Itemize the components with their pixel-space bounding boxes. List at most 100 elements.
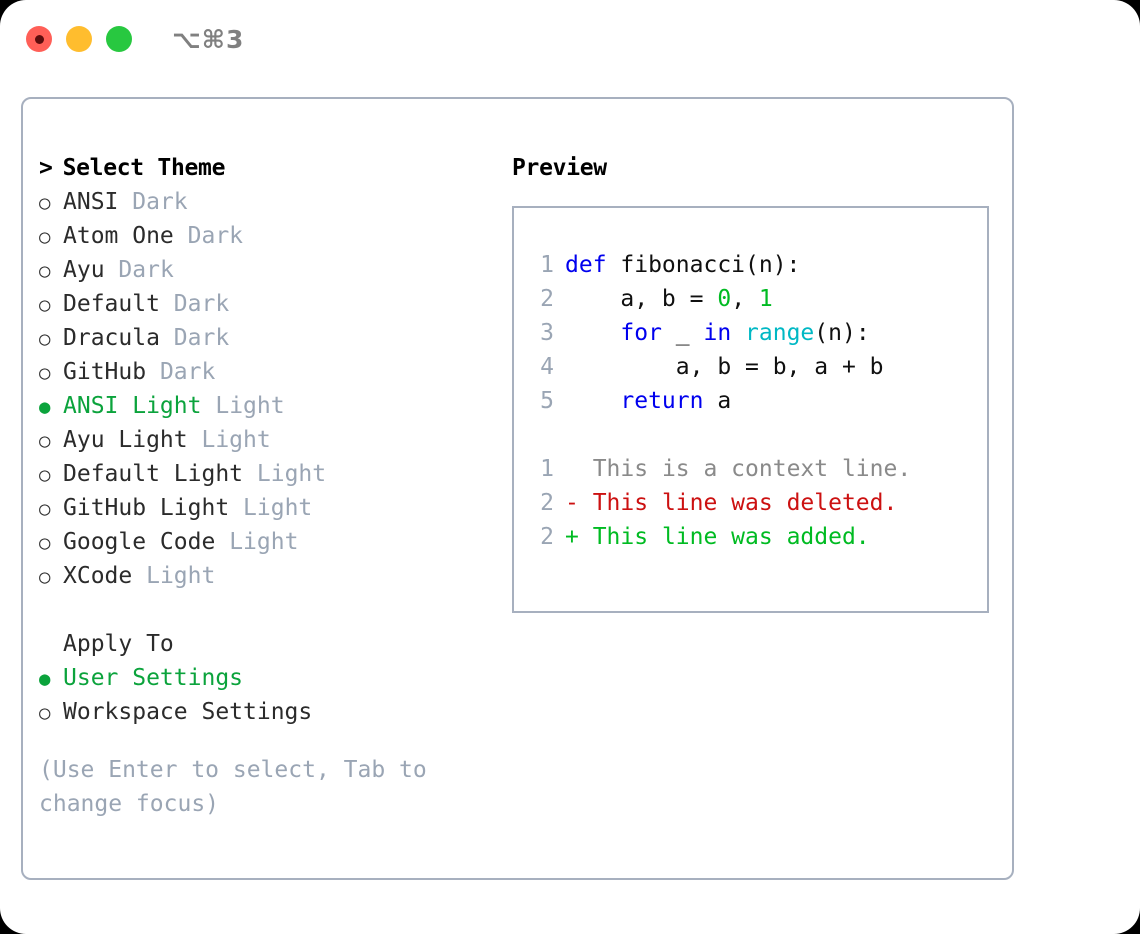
- theme-option-variant: Light: [146, 563, 216, 589]
- theme-option-name: ANSI: [63, 189, 119, 215]
- main-panel: >Select Theme ○ANSI Dark○Atom One Dark○A…: [21, 97, 1014, 880]
- code-token: a, b =: [565, 286, 718, 312]
- line-number: 1: [540, 252, 554, 278]
- theme-option-name: GitHub: [63, 359, 147, 385]
- radio-unselected-icon: ○: [39, 430, 51, 452]
- theme-option-ayu-light[interactable]: ○ Ayu Light Light: [39, 423, 493, 457]
- apply-to-option-label: User Settings: [63, 665, 244, 691]
- apply-to-option-label: Workspace Settings: [63, 699, 313, 725]
- diff-line-ctx: 1 This is a context line.: [528, 452, 987, 486]
- theme-option-google-code[interactable]: ○Google Code Light: [39, 525, 493, 559]
- code-token: 0: [717, 286, 732, 312]
- code-token: fibonacci(n):: [606, 252, 801, 278]
- code-token: [565, 320, 620, 346]
- zoom-button[interactable]: [106, 26, 132, 52]
- select-theme-heading-label: Select Theme: [62, 155, 226, 181]
- radio-unselected-icon: ○: [39, 226, 51, 248]
- theme-option-default-light[interactable]: ○ Default Light Light: [39, 457, 493, 491]
- preview-heading: Preview: [512, 155, 607, 181]
- apply-to-list: ●User Settings ○ Workspace Settings: [39, 661, 493, 729]
- code-line: 1 def fibonacci(n):: [528, 248, 987, 282]
- section-spacer: [39, 593, 493, 627]
- apply-to-option-user-settings[interactable]: ●User Settings: [39, 661, 493, 695]
- theme-option-name: ANSI Light: [63, 393, 202, 419]
- theme-option-variant: Light: [256, 461, 327, 487]
- theme-option-variant: Light: [243, 495, 313, 521]
- radio-unselected-icon: ○: [39, 498, 51, 520]
- radio-selected-icon: ●: [39, 396, 51, 418]
- theme-option-atom-one[interactable]: ○ Atom One Dark: [39, 219, 493, 253]
- theme-option-name: XCode: [63, 563, 133, 589]
- diff-line-add: 2 + This line was added.: [528, 520, 987, 554]
- code-line: 2 a, b = 0, 1: [528, 282, 987, 316]
- theme-option-dracula[interactable]: ○Dracula Dark: [39, 321, 493, 355]
- theme-option-name: Default: [63, 291, 160, 317]
- theme-option-name: Default Light: [63, 461, 244, 487]
- radio-unselected-icon: ○: [39, 362, 51, 384]
- theme-option-github-light[interactable]: ○ GitHub Light Light: [39, 491, 493, 525]
- theme-option-variant: Dark: [118, 257, 174, 283]
- theme-option-name: Ayu: [63, 257, 105, 283]
- line-number: 2: [540, 524, 554, 550]
- theme-option-ayu[interactable]: ○Ayu Dark: [39, 253, 493, 287]
- theme-option-ansi-light[interactable]: ● ANSI Light Light: [39, 389, 493, 423]
- radio-unselected-icon: ○: [39, 192, 51, 214]
- radio-unselected-icon: ○: [39, 532, 51, 554]
- code-token: def: [565, 252, 607, 278]
- diff-marker: +: [565, 524, 579, 550]
- keyboard-hint: (Use Enter to select, Tab to change focu…: [39, 757, 427, 817]
- theme-option-name: Dracula: [63, 325, 160, 351]
- diff-sample: 1 This is a context line.2- This line wa…: [528, 452, 987, 554]
- theme-option-default[interactable]: ○Default Dark: [39, 287, 493, 321]
- apply-to-heading: Apply To: [63, 631, 174, 657]
- code-diff-spacer: [528, 418, 987, 452]
- theme-option-name: GitHub Light: [63, 495, 230, 521]
- theme-list: ○ANSI Dark○Atom One Dark○Ayu Dark○Defaul…: [39, 185, 493, 593]
- theme-option-name: Ayu Light: [63, 427, 188, 453]
- line-number: 1: [540, 456, 554, 482]
- line-number: 4: [540, 354, 554, 380]
- code-line: 5 return a: [528, 384, 987, 418]
- select-theme-heading: > Select Theme: [39, 151, 493, 185]
- radio-unselected-icon: ○: [39, 566, 51, 588]
- code-token: ,: [731, 286, 759, 312]
- caret-icon: >: [39, 155, 53, 181]
- diff-text: This line was added.: [578, 524, 870, 550]
- code-token: [731, 320, 745, 346]
- radio-unselected-icon: ○: [39, 294, 51, 316]
- radio-unselected-icon: ○: [39, 464, 51, 486]
- theme-selector-column: >Select Theme ○ANSI Dark○Atom One Dark○A…: [23, 99, 493, 878]
- theme-option-github[interactable]: ○GitHub Dark: [39, 355, 493, 389]
- code-token: 1: [758, 286, 773, 312]
- line-number: 2: [540, 490, 554, 516]
- theme-option-xcode[interactable]: ○ XCode Light: [39, 559, 493, 593]
- theme-option-variant: Light: [201, 427, 271, 453]
- diff-line-del: 2- This line was deleted.: [528, 486, 987, 520]
- code-token: a: [703, 388, 732, 414]
- diff-text: This line was deleted.: [578, 490, 898, 516]
- line-number: 5: [540, 388, 554, 414]
- code-token: for: [620, 320, 662, 346]
- theme-option-ansi[interactable]: ○ ANSI Dark: [39, 185, 493, 219]
- close-button[interactable]: [26, 26, 52, 52]
- diff-marker: -: [565, 490, 579, 516]
- theme-option-name: Atom One: [63, 223, 174, 249]
- code-token: (n):: [814, 320, 870, 346]
- diff-marker: [565, 456, 579, 482]
- theme-option-variant: Light: [215, 393, 285, 419]
- code-token: _: [661, 320, 704, 346]
- code-token: return: [620, 388, 704, 414]
- radio-unselected-icon: ○: [39, 328, 51, 350]
- keyboard-shortcut-label: ⌥⌘3: [172, 24, 245, 54]
- radio-unselected-icon: ○: [39, 702, 51, 724]
- theme-option-variant: Dark: [132, 189, 188, 215]
- theme-option-variant: Dark: [187, 223, 244, 249]
- code-token: in: [703, 320, 732, 346]
- apply-to-option-workspace-settings[interactable]: ○ Workspace Settings: [39, 695, 493, 729]
- title-bar: ⌥⌘3: [0, 0, 1140, 78]
- minimize-button[interactable]: [66, 26, 92, 52]
